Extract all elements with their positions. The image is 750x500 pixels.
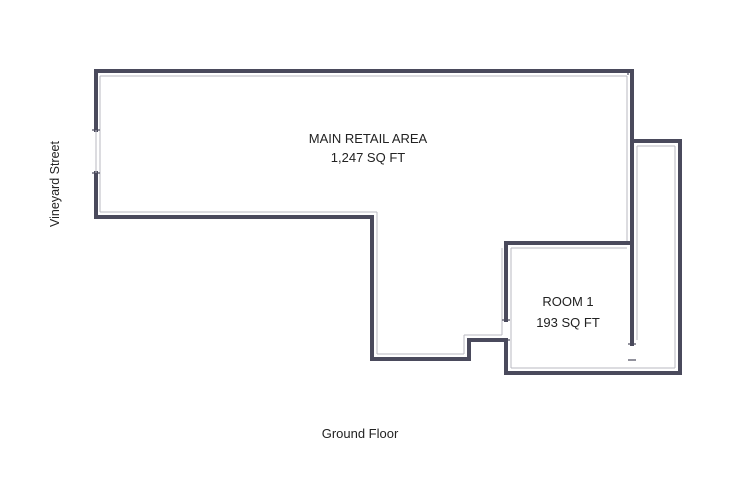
main-retail-area-name: MAIN RETAIL AREA xyxy=(309,131,428,146)
room-1-walls xyxy=(504,241,682,375)
main-retail-area-walls xyxy=(94,69,634,361)
door-openings xyxy=(92,69,636,361)
floor-label: Ground Floor xyxy=(322,426,399,441)
inner-wall-lines xyxy=(99,75,628,355)
right-corridor-walls xyxy=(630,139,682,375)
room-1-label: ROOM 1 193 SQ FT xyxy=(536,294,600,330)
main-retail-area-size: 1,247 SQ FT xyxy=(331,150,405,165)
room-1-name: ROOM 1 xyxy=(542,294,593,309)
room-1-size: 193 SQ FT xyxy=(536,315,600,330)
street-label: Vineyard Street xyxy=(48,141,62,227)
main-retail-area-label: MAIN RETAIL AREA 1,247 SQ FT xyxy=(309,131,428,165)
